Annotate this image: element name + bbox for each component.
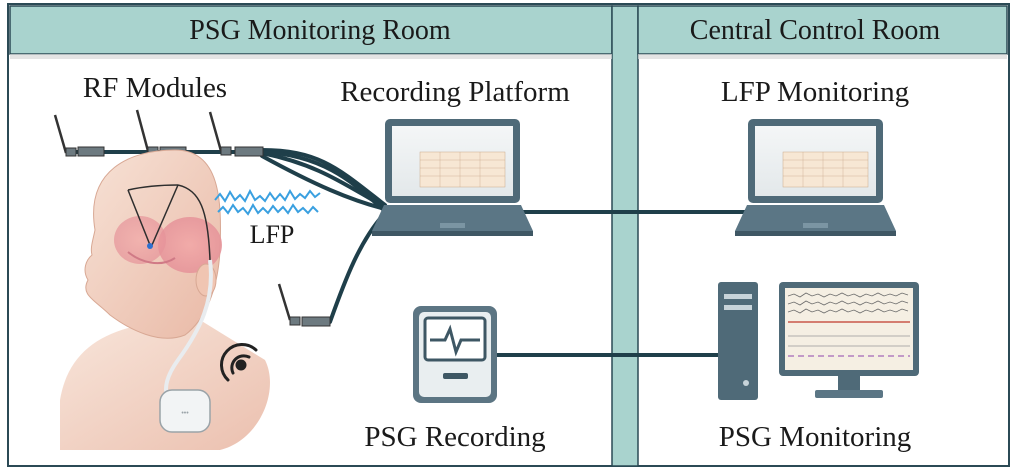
recording-laptop-icon [372, 119, 533, 236]
svg-text:•••: ••• [181, 410, 189, 417]
psg-workstation-icon [718, 282, 919, 400]
psg-recording-device-icon [413, 306, 497, 403]
recording-platform-label: Recording Platform [340, 76, 570, 108]
lfp-monitoring-laptop-icon [735, 119, 896, 236]
psg-monitoring-label: PSG Monitoring [719, 421, 912, 453]
right-room-title: Central Control Room [690, 15, 941, 46]
patient-head-illustration: ••• [60, 149, 270, 450]
wireless-signal-icon [220, 343, 258, 382]
rf-modules-label: RF Modules [83, 72, 227, 104]
divider-band [611, 5, 639, 467]
implant-device [159, 389, 211, 433]
psg-recording-label: PSG Recording [364, 421, 545, 453]
lfp-monitoring-label: LFP Monitoring [721, 76, 909, 108]
lfp-wave-icon [214, 188, 321, 216]
left-room-title: PSG Monitoring Room [189, 15, 451, 46]
right-room-header [637, 5, 1008, 55]
lfp-signal-label: LFP [250, 220, 295, 249]
left-room-header [9, 5, 613, 55]
